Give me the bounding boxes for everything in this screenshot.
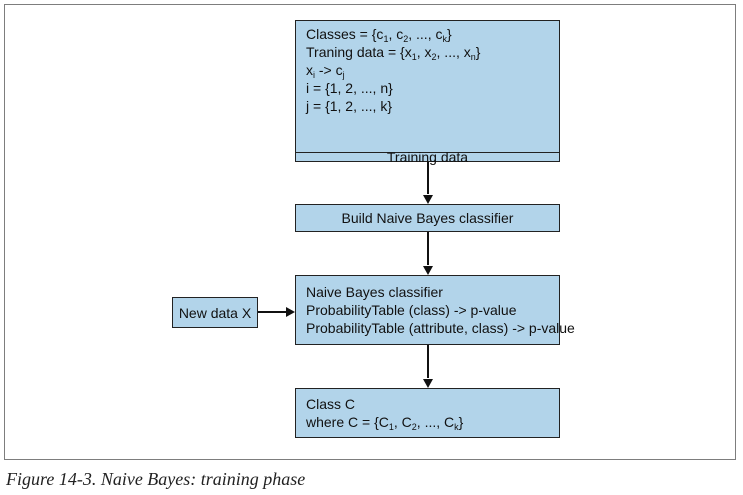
text-segment: i = {1, 2, ..., n} <box>306 80 393 96</box>
text-segment: x <box>306 62 313 78</box>
arrow-head-3 <box>286 307 295 317</box>
subscript: k <box>454 422 459 432</box>
arrow-head-1 <box>423 195 433 204</box>
subscript: j <box>342 70 345 80</box>
subscript: n <box>470 52 476 62</box>
text-line: where C = {C1, C2, ..., Ck} <box>306 413 549 432</box>
training-data-box: Classes = {c1, c2, ..., ck}Traning data … <box>295 20 560 165</box>
arrow-head-4 <box>423 379 433 388</box>
text-line: j = {1, 2, ..., k} <box>306 97 549 115</box>
text-line: ProbabilityTable (class) -> p-value <box>306 301 549 319</box>
text-line: Naive Bayes classifier <box>306 283 549 301</box>
text-segment: , x <box>416 44 432 60</box>
training-box-divider <box>296 152 559 153</box>
arrow-training-to-build <box>427 162 429 194</box>
text-segment: Class C <box>306 396 356 412</box>
training-data-footer: Training data <box>386 148 469 165</box>
text-segment: , ..., x <box>436 44 471 60</box>
arrow-newdata-to-classifier <box>258 311 286 313</box>
text-segment: } <box>458 414 464 430</box>
text-line: Class C <box>306 395 549 413</box>
build-classifier-box: Build Naive Bayes classifier <box>295 204 560 232</box>
subscript: 2 <box>403 34 409 44</box>
text-segment: , ..., c <box>408 26 443 42</box>
text-segment: j = {1, 2, ..., k} <box>306 98 392 114</box>
subscript: 2 <box>411 422 417 432</box>
text-segment: where C = {C <box>306 414 389 430</box>
text-segment: } <box>446 26 452 42</box>
subscript: i <box>313 70 315 80</box>
text-line: i = {1, 2, ..., n} <box>306 79 549 97</box>
text-segment: , C <box>393 414 412 430</box>
text-segment: ProbabilityTable (class) -> p-value <box>306 302 517 318</box>
text-segment: , c <box>388 26 404 42</box>
text-segment: ProbabilityTable (attribute, class) -> p… <box>306 320 575 336</box>
text-line: Classes = {c1, c2, ..., ck} <box>306 25 549 44</box>
arrow-classifier-to-class <box>427 345 429 378</box>
text-segment: , ..., C <box>416 414 455 430</box>
new-data-box: New data X <box>172 297 258 328</box>
subscript: 2 <box>431 52 437 62</box>
text-segment: Naive Bayes classifier <box>306 284 443 300</box>
subscript: 1 <box>383 34 389 44</box>
figure-caption: Figure 14-3. Naive Bayes: training phase <box>6 469 306 489</box>
text-segment: Traning data = {x <box>306 44 412 60</box>
text-segment: Classes = {c <box>306 26 384 42</box>
text-segment: -> c <box>315 62 343 78</box>
text-segment: } <box>475 44 481 60</box>
subscript: 1 <box>388 422 394 432</box>
training-data-definitions: Classes = {c1, c2, ..., ck}Traning data … <box>296 21 559 115</box>
text-line: Traning data = {x1, x2, ..., xn} <box>306 43 549 62</box>
subscript: 1 <box>411 52 417 62</box>
arrow-head-2 <box>423 266 433 275</box>
subscript: k <box>442 34 447 44</box>
text-line: xi -> cj <box>306 61 549 80</box>
arrow-build-to-classifier <box>427 232 429 265</box>
text-line: ProbabilityTable (attribute, class) -> p… <box>306 319 575 337</box>
